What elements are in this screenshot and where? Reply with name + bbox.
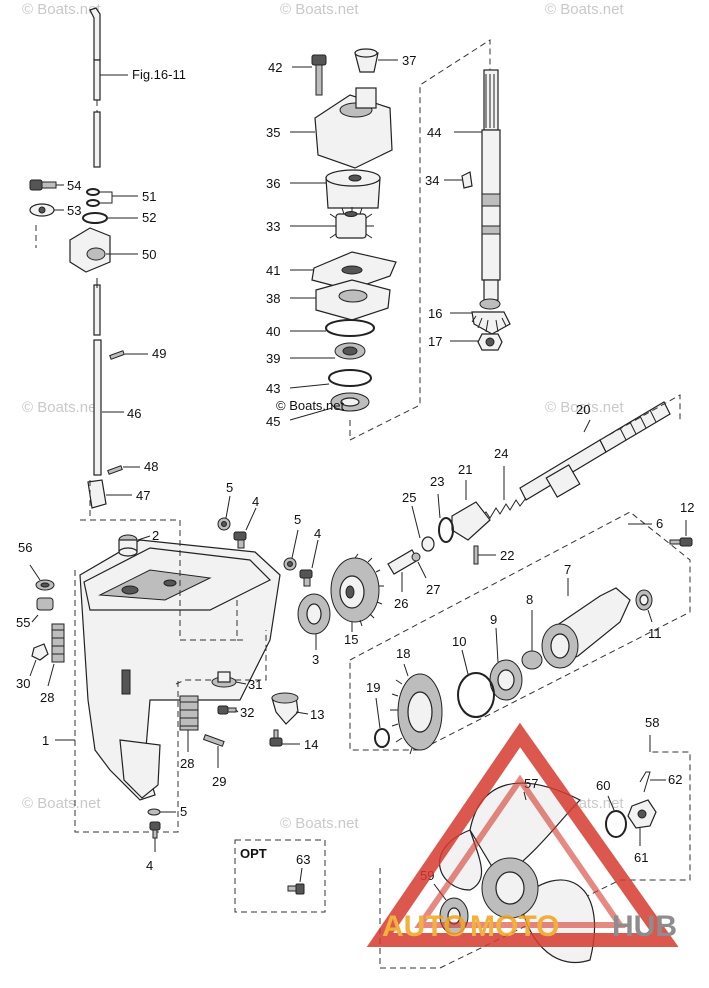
watermark: © Boats.net [545, 399, 624, 416]
part-label-24: 24 [494, 446, 508, 461]
water-pump-assembly: 42 37 35 36 33 41 38 [266, 39, 491, 441]
part-label-32: 32 [240, 705, 254, 720]
part-label-8: 8 [526, 592, 533, 607]
watermark: © Boats.net [22, 795, 101, 812]
part-label-43: 43 [266, 381, 280, 396]
part-label-5: 5 [180, 804, 187, 819]
part-label-27: 27 [426, 582, 440, 597]
part-label-18: 18 [396, 646, 410, 661]
propeller-shaft-assembly: 20 24 21 23 22 25 26 27 6 [349, 394, 694, 755]
brand-logo: AUTO MOTO HUB [366, 722, 679, 947]
part-label-5: 5 [226, 480, 233, 495]
part-label-3: 3 [312, 652, 319, 667]
part-label-9: 9 [490, 612, 497, 627]
part-label-61: 61 [634, 850, 648, 865]
brand-text-moto: MOTO [470, 910, 559, 943]
part-label-34: 34 [425, 173, 439, 188]
part-label-35: 35 [266, 125, 280, 140]
part-label-52: 52 [142, 210, 156, 225]
option-label: OPT [240, 846, 267, 861]
part-label-42: 42 [268, 60, 282, 75]
part-label-5: 5 [294, 512, 301, 527]
part-label-10: 10 [452, 634, 466, 649]
part-label-33: 33 [266, 219, 280, 234]
part-label-60: 60 [596, 778, 610, 793]
part-label-20: 20 [576, 402, 590, 417]
watermark: © Boats.net [545, 1, 624, 18]
part-label-2: 2 [152, 528, 159, 543]
part-label-1: 1 [42, 733, 49, 748]
part-label-62: 62 [668, 772, 682, 787]
part-label-6: 6 [656, 516, 663, 531]
brand-text-hub: HUB [612, 910, 677, 943]
part-label-53: 53 [67, 203, 81, 218]
drive-shaft-assembly: 44 34 16 17 [425, 69, 511, 351]
watermark: © Boats.net [22, 1, 101, 18]
part-label-54: 54 [67, 178, 81, 193]
copyright-label: © Boats.net [276, 398, 345, 413]
part-label-58: 58 [645, 715, 659, 730]
part-label-45: 45 [266, 414, 280, 429]
part-label-29: 29 [212, 774, 226, 789]
part-label-55: 55 [16, 615, 30, 630]
brand-text-auto: AUTO [382, 910, 466, 943]
part-label-31: 31 [248, 677, 262, 692]
part-label-50: 50 [142, 247, 156, 262]
part-label-21: 21 [458, 462, 472, 477]
part-label-48: 48 [144, 459, 158, 474]
watermark: © Boats.net [280, 1, 359, 18]
part-label-44: 44 [427, 125, 441, 140]
part-label-30: 30 [16, 676, 30, 691]
part-label-36: 36 [266, 176, 280, 191]
part-label-41: 41 [266, 263, 280, 278]
part-label-4: 4 [146, 858, 153, 873]
part-label-23: 23 [430, 474, 444, 489]
watermark: © Boats.net [22, 399, 101, 416]
part-label-26: 26 [394, 596, 408, 611]
part-label-4: 4 [252, 494, 259, 509]
part-label-47: 47 [136, 488, 150, 503]
part-label-16: 16 [428, 306, 442, 321]
part-label-13: 13 [310, 707, 324, 722]
part-label-25: 25 [402, 490, 416, 505]
part-label-15: 15 [344, 632, 358, 647]
part-label-38: 38 [266, 291, 280, 306]
option-box: OPT 63 [234, 839, 326, 913]
lower-case-assembly: 1 2 56 55 30 28 5 4 5 [16, 480, 384, 873]
part-label-14: 14 [304, 737, 318, 752]
part-label-40: 40 [266, 324, 280, 339]
part-label-22: 22 [500, 548, 514, 563]
part-label-63: 63 [296, 852, 310, 867]
reference-label: Fig.16-11 [132, 67, 186, 82]
part-label-28: 28 [40, 690, 54, 705]
part-label-37: 37 [402, 53, 416, 68]
part-label-28: 28 [180, 756, 194, 771]
part-label-17: 17 [428, 334, 442, 349]
part-label-46: 46 [127, 406, 141, 421]
part-label-19: 19 [366, 680, 380, 695]
part-label-56: 56 [18, 540, 32, 555]
part-label-51: 51 [142, 189, 156, 204]
watermark: © Boats.net [280, 815, 359, 832]
part-label-7: 7 [564, 562, 571, 577]
part-label-4: 4 [314, 526, 321, 541]
part-label-49: 49 [152, 346, 166, 361]
shift-rod-assembly: Fig.16-11 54 53 51 52 50 46 49 [29, 7, 186, 509]
part-label-39: 39 [266, 351, 280, 366]
part-label-11: 11 [648, 626, 662, 641]
part-label-12: 12 [680, 500, 694, 515]
